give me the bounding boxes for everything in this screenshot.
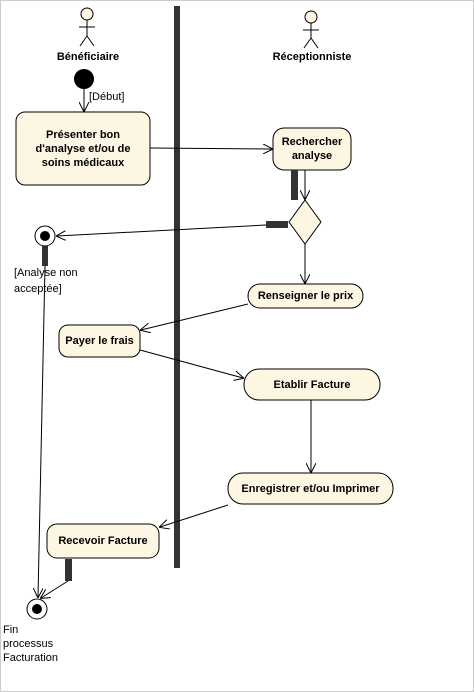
edge-record-to-receive: [160, 504, 229, 527]
edges: [38, 148, 311, 598]
guard-rejected-line2: acceptée]: [14, 283, 62, 295]
actor-beneficiaire-icon: [79, 7, 95, 47]
activity-invoice-label: Etablir Facture: [273, 378, 351, 391]
initial-node: [74, 69, 94, 89]
edge-receive-to-end: [41, 580, 69, 598]
final-label-line1: Fin: [3, 624, 19, 636]
activity-search-line1: Rechercher: [281, 136, 343, 148]
activity-record-label: Enregistrer et/ou Imprimer: [241, 482, 380, 495]
sync-bar-decision: [266, 221, 288, 228]
activity-price-node: [247, 283, 364, 309]
activity-record-node: [227, 472, 394, 505]
activity-present-line1: Présenter bon: [46, 128, 120, 141]
final-label: Fin processus Facturation: [3, 623, 58, 665]
swimlane-separator: [174, 6, 180, 568]
edge-rejected-to-end: [38, 265, 46, 597]
activity-receive-label: Recevoir Facture: [58, 535, 148, 547]
decision-node: [288, 199, 322, 245]
edge-present-to-search: [149, 148, 272, 149]
sync-bar-search: [291, 170, 298, 200]
actor-receptionniste-icon: [303, 10, 319, 49]
activity-price-label: Renseigner le prix: [257, 290, 354, 302]
activity-pay-label: Payer le frais: [65, 335, 134, 347]
activity-present-line2: d'analyse et/ou de: [35, 142, 131, 155]
edge-decision-to-rejected: [57, 224, 267, 236]
activity-present-label: Présenter bon d'analyse et/ou de soins m…: [16, 112, 150, 185]
activity-present-line3: soins médicaux: [41, 156, 125, 169]
guard-rejected-line1: [Analyse non: [14, 267, 78, 279]
actor-beneficiaire-label: Bénéficiaire: [56, 51, 120, 63]
activity-pay-node: [58, 324, 141, 358]
edge-price-to-pay: [141, 303, 249, 330]
guard-start: [Début]: [89, 91, 125, 103]
sync-bar-receive: [65, 559, 72, 581]
activity-search-label: Rechercher analyse: [273, 128, 351, 170]
final-label-line2: processus: [3, 638, 54, 650]
activity-invoice-node: [243, 368, 381, 401]
activity-search-line2: analyse: [291, 150, 333, 162]
sync-bar-rejected: [42, 246, 48, 266]
activity-receive-node: [46, 523, 160, 559]
final-label-line3: Facturation: [3, 652, 59, 664]
edge-pay-to-invoice: [139, 349, 243, 378]
actor-receptionniste-label: Réceptionniste: [272, 51, 352, 63]
